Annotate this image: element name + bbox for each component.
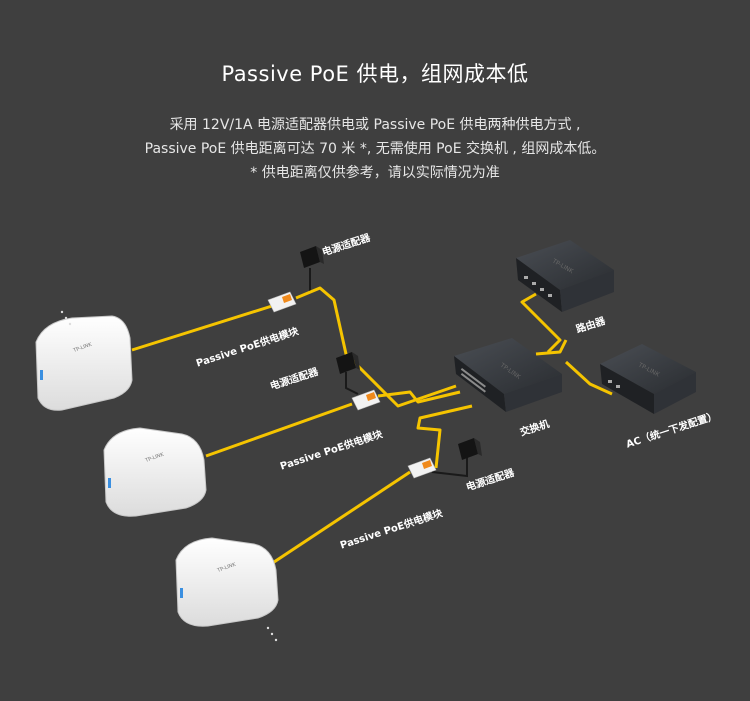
description-line-3: * 供电距离仅供参考，请以实际情况为准 xyxy=(250,165,500,181)
poe-module-icon xyxy=(267,291,297,313)
power-adapter-icon xyxy=(336,352,360,374)
ap-led-icon xyxy=(108,478,111,488)
description: 采用 12V/1A 电源适配器供电或 Passive PoE 供电两种供电方式 … xyxy=(0,113,750,185)
power-adapter-icon xyxy=(458,438,482,460)
ac-controller-icon: TP-LINK xyxy=(600,344,696,414)
ap-led-icon xyxy=(180,588,183,598)
access-point-1: TP-LINK xyxy=(35,310,133,411)
poe-module-icon xyxy=(407,457,437,479)
switch-icon: TP-LINK xyxy=(454,338,562,412)
description-line-1: 采用 12V/1A 电源适配器供电或 Passive PoE 供电两种供电方式 … xyxy=(169,117,581,133)
power-adapter-icon xyxy=(300,246,324,268)
router-icon: TP-LINK xyxy=(516,240,614,312)
access-point-3: TP-LINK xyxy=(175,537,279,642)
description-line-2: Passive PoE 供电距离可达 70 米 *, 无需使用 PoE 交换机 … xyxy=(144,141,606,157)
access-point-2: TP-LINK xyxy=(103,427,207,517)
page-title: Passive PoE 供电，组网成本低 xyxy=(221,62,529,86)
poe-module-icon xyxy=(351,389,381,411)
ethernet-cables xyxy=(131,286,613,568)
ap-led-icon xyxy=(40,370,43,380)
